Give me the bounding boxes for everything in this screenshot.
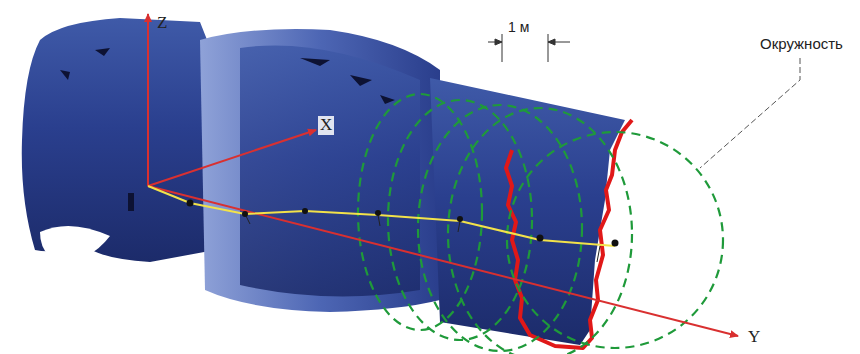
scan-gap	[40, 226, 110, 262]
dimension-label: 1 м	[508, 20, 529, 35]
offset-ticks	[245, 214, 600, 262]
survey-points	[187, 200, 619, 247]
dimension-1m	[488, 34, 570, 62]
section-circles	[358, 94, 723, 354]
scan-hole	[60, 48, 110, 80]
scan-hole	[128, 193, 134, 211]
axes	[148, 14, 738, 336]
scan-hole	[300, 58, 395, 104]
axis-label: Y	[748, 328, 760, 347]
axis-label: Z	[157, 14, 167, 33]
axis-label: X	[318, 116, 334, 135]
tunnel-ring	[200, 29, 440, 312]
leader-line	[700, 58, 800, 168]
tunnel-section	[22, 18, 215, 262]
callout-label: Окружность	[760, 36, 843, 53]
tunnel-ring	[240, 45, 420, 296]
trajectory	[148, 186, 615, 246]
cut-contour	[506, 120, 632, 348]
